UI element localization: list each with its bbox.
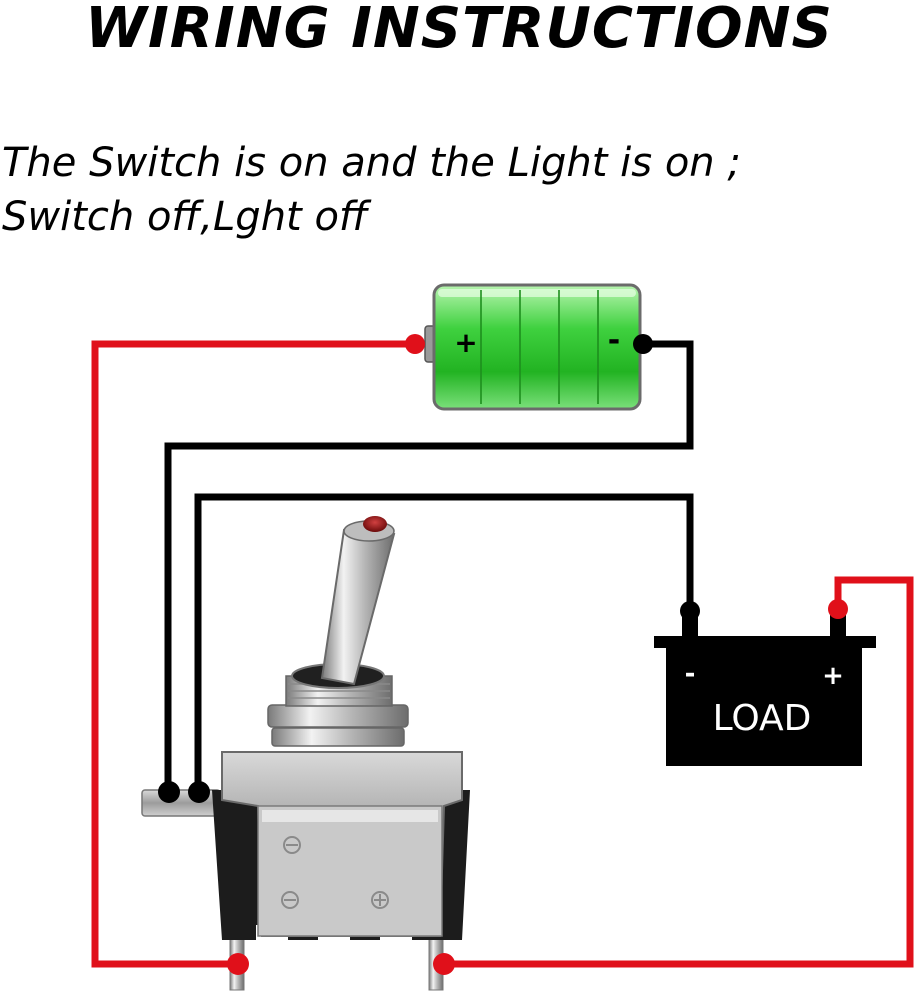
lamp-indicator: [363, 516, 387, 532]
battery: + -: [424, 283, 642, 411]
connection-dots: [158, 334, 848, 975]
dot-switch-terminal-2: [188, 781, 210, 803]
load-right-terminal: [830, 612, 846, 640]
dot-load-positive: [828, 599, 848, 619]
dot-battery-negative: [633, 334, 653, 354]
wire-switch-to-load-negative: [194, 493, 694, 792]
load-positive-mark: +: [822, 661, 844, 691]
wire-battery-positive: [91, 340, 413, 968]
caption-line-1: The Switch is on and the Light is on ;: [2, 140, 741, 186]
dot-switch-pin-left: [227, 953, 249, 975]
dot-battery-positive: [405, 334, 425, 354]
dot-load-negative: [680, 601, 700, 621]
battery-positive-mark: +: [454, 326, 477, 359]
load-label: LOAD: [713, 698, 812, 739]
battery-negative-mark: -: [608, 323, 620, 358]
load: - + LOAD: [654, 612, 876, 766]
load-negative-mark: -: [685, 659, 696, 689]
toggle-switch: [141, 516, 470, 991]
dot-switch-pin-right: [433, 953, 455, 975]
page-title: WIRING INSTRUCTIONS: [85, 0, 833, 61]
wire-battery-negative: [164, 340, 694, 792]
caption-line-2: Switch off,Lght off: [2, 194, 368, 240]
positive-wires: [91, 340, 914, 968]
negative-wires: [164, 340, 694, 792]
dot-switch-terminal-1: [158, 781, 180, 803]
wire-switch-to-load-positive: [443, 576, 914, 968]
load-body: [666, 646, 862, 766]
